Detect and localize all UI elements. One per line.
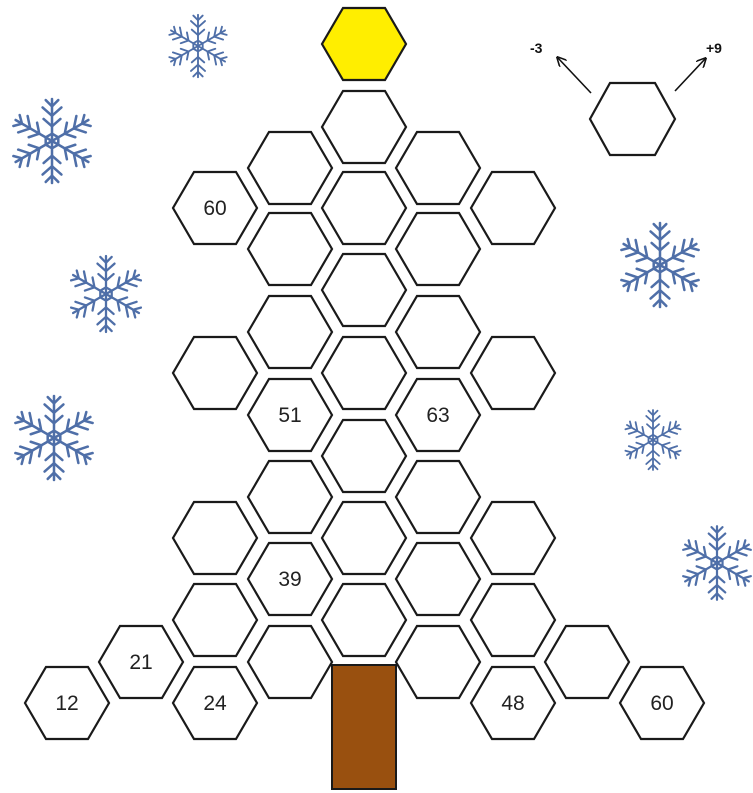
key-right-label: +9: [706, 40, 722, 56]
tree-trunk: [331, 664, 397, 790]
hex-shape: [171, 665, 259, 741]
snowflake-icon: [624, 410, 683, 470]
hex-shape: [246, 541, 334, 617]
snowflake-icon: [167, 15, 228, 77]
hex-cell[interactable]: [320, 582, 408, 658]
hex-cell[interactable]: [171, 500, 259, 576]
hex-value: 60: [203, 197, 226, 220]
hex-shape: [97, 624, 185, 700]
hex-cell[interactable]: [246, 624, 334, 700]
hex-shape: [394, 294, 482, 370]
hex-shape: [246, 211, 334, 287]
hex-shape: [171, 170, 259, 246]
hex-shape: [394, 130, 482, 206]
hex-shape: [469, 582, 557, 658]
hex-shape: [320, 582, 408, 658]
hex-cell[interactable]: [394, 130, 482, 206]
arrow-icon: [558, 58, 592, 94]
hex-cell[interactable]: [469, 582, 557, 658]
snowflake-icon: [13, 396, 95, 480]
hex-value: 12: [55, 692, 78, 715]
hex-cell[interactable]: 24: [171, 665, 259, 741]
hex-shape: [394, 459, 482, 535]
hex-shape: [171, 500, 259, 576]
hex-cell[interactable]: 63: [394, 377, 482, 453]
hex-shape: [246, 294, 334, 370]
hex-value: 24: [203, 692, 227, 715]
snowflake-icon: [11, 99, 93, 183]
hex-value: 48: [501, 692, 524, 715]
hex-cell[interactable]: [320, 252, 408, 328]
snowflake-icon: [681, 526, 753, 600]
hex-cell[interactable]: 51: [246, 377, 334, 453]
hex-shape: [246, 624, 334, 700]
hex-cell[interactable]: [246, 130, 334, 206]
hex-cell[interactable]: [469, 335, 557, 411]
hex-shape: [246, 377, 334, 453]
hex-shape: [320, 418, 408, 494]
hex-shape: [469, 500, 557, 576]
hex-shape: [618, 665, 706, 741]
hex-shape: [394, 377, 482, 453]
hex-shape: [469, 335, 557, 411]
hex-cell[interactable]: [469, 500, 557, 576]
hex-value: 39: [278, 568, 301, 591]
hex-shape: [320, 89, 408, 165]
hex-cell[interactable]: 60: [618, 665, 706, 741]
hex-cell[interactable]: [246, 459, 334, 535]
hex-shape: [394, 624, 482, 700]
hex-value: 51: [278, 404, 301, 427]
hex-shape: [394, 541, 482, 617]
star-hexagon[interactable]: [320, 6, 408, 82]
hex-cell[interactable]: [246, 294, 334, 370]
hex-cell[interactable]: [394, 294, 482, 370]
hex-shape: [320, 335, 408, 411]
hex-cell[interactable]: [246, 211, 334, 287]
hex-cell[interactable]: [320, 500, 408, 576]
hex-cell[interactable]: [394, 624, 482, 700]
snowflake-icon: [69, 256, 143, 332]
hex-shape: [469, 170, 557, 246]
hex-cell[interactable]: [543, 624, 631, 700]
hex-cell[interactable]: [394, 459, 482, 535]
hex-cell[interactable]: 39: [246, 541, 334, 617]
hex-shape: [23, 665, 111, 741]
hex-cell[interactable]: [320, 170, 408, 246]
hex-shape: [543, 624, 631, 700]
hex-cell[interactable]: [171, 335, 259, 411]
hex-value: 63: [426, 404, 449, 427]
key-hexagon: [588, 81, 677, 157]
hex-cell[interactable]: [394, 541, 482, 617]
hex-cell[interactable]: 48: [469, 665, 557, 741]
hex-value: 60: [650, 692, 673, 715]
hex-cell[interactable]: 60: [171, 170, 259, 246]
hex-shape: [171, 582, 259, 658]
hex-cell[interactable]: [320, 89, 408, 165]
snowflake-icon: [619, 223, 701, 307]
hex-shape: [320, 500, 408, 576]
hex-shape: [246, 130, 334, 206]
hex-cell[interactable]: [320, 335, 408, 411]
key-left-label: -3: [530, 40, 543, 56]
hex-shape: [320, 6, 408, 82]
hex-cell[interactable]: [394, 211, 482, 287]
hex-value: 21: [129, 651, 152, 674]
hex-shape: [246, 459, 334, 535]
hex-cell[interactable]: [171, 582, 259, 658]
hex-cell[interactable]: 21: [97, 624, 185, 700]
rule-key: -3 +9: [530, 40, 722, 157]
hex-cell[interactable]: [469, 170, 557, 246]
arrow-icon: [674, 59, 705, 92]
hex-cell[interactable]: [320, 418, 408, 494]
hex-shape: [469, 665, 557, 741]
hex-shape: [394, 211, 482, 287]
hex-shape: [171, 335, 259, 411]
hex-shape: [320, 252, 408, 328]
hex-grid: 60 51 63 39 21 12 24 48 60: [23, 6, 706, 741]
hex-cell[interactable]: 12: [23, 665, 111, 741]
hex-shape: [320, 170, 408, 246]
